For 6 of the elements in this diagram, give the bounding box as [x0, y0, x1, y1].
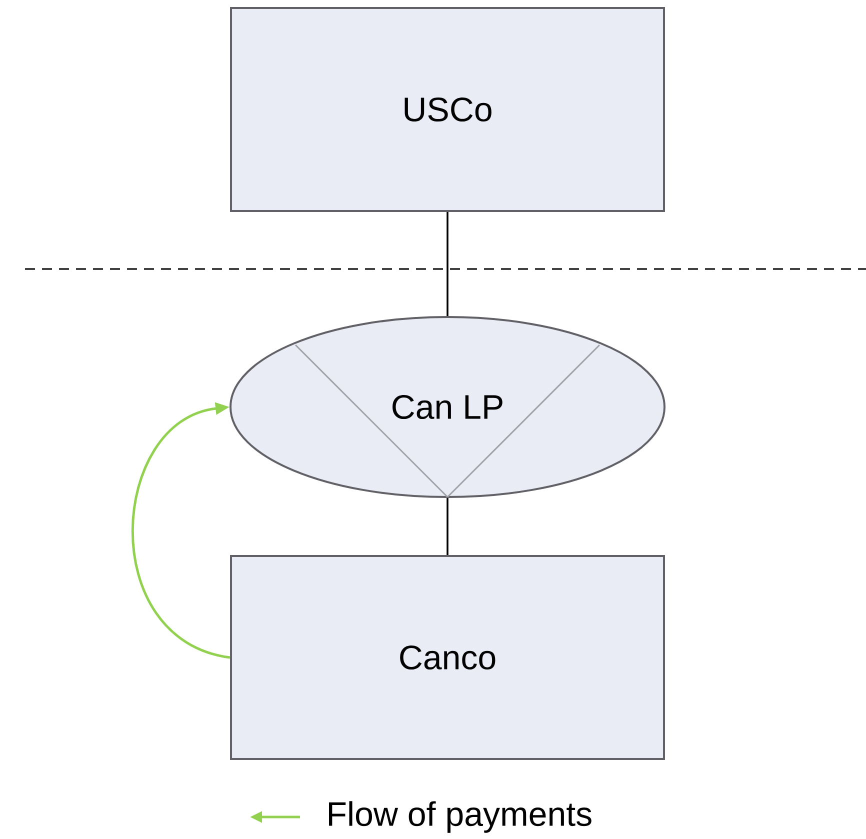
payment-arrow: [132, 402, 230, 659]
connector-line: [446, 212, 448, 316]
legend-label: Flow of payments: [329, 801, 592, 833]
entity-box: USCo: [230, 7, 665, 212]
connector-line: [446, 498, 448, 555]
entity-box: Canco: [230, 555, 665, 760]
